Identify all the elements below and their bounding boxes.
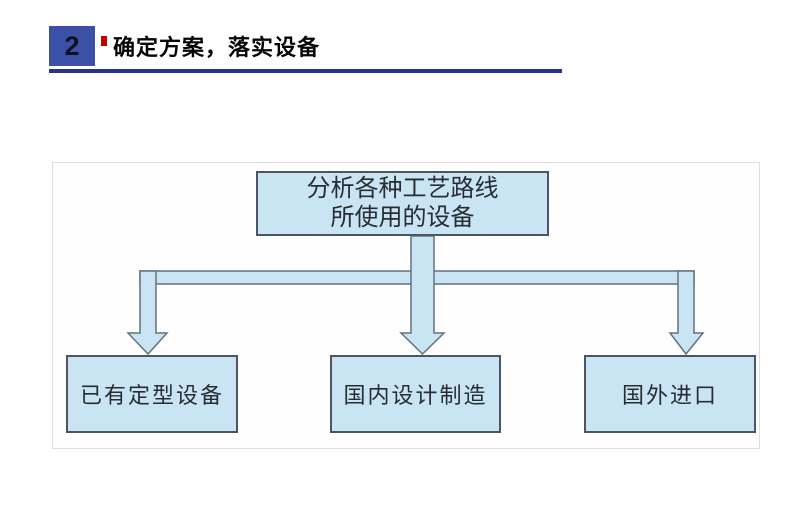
leaf-node-label: 已有定型设备 [79, 383, 224, 408]
down-arrow-right-icon [668, 270, 705, 356]
slide-title: 确定方案，落实设备 [113, 35, 321, 60]
leaf-node-label: 国内设计制造 [343, 383, 488, 408]
red-accent-mark [101, 36, 107, 46]
flow-connector-svg [126, 235, 705, 356]
leaf-node-label: 国外进口 [621, 383, 718, 408]
root-node-line1: 分析各种工艺路线 [306, 175, 499, 202]
leaf-node-domestic-manufacture: 国内设计制造 [330, 355, 501, 433]
down-arrow-middle-icon [399, 235, 446, 356]
diagram-panel: 分析各种工艺路线 所使用的设备 已有定型设备 国内设计制造 国外进口 [52, 162, 760, 449]
leaf-node-foreign-import: 国外进口 [584, 355, 756, 433]
section-number-badge: 2 [49, 26, 95, 66]
section-number: 2 [64, 30, 80, 61]
leaf-node-existing-equipment: 已有定型设备 [66, 355, 238, 433]
root-node-line2: 所使用的设备 [330, 204, 475, 231]
down-arrow-left-icon [126, 270, 169, 356]
root-node: 分析各种工艺路线 所使用的设备 [256, 171, 549, 236]
header-underline [49, 69, 562, 73]
